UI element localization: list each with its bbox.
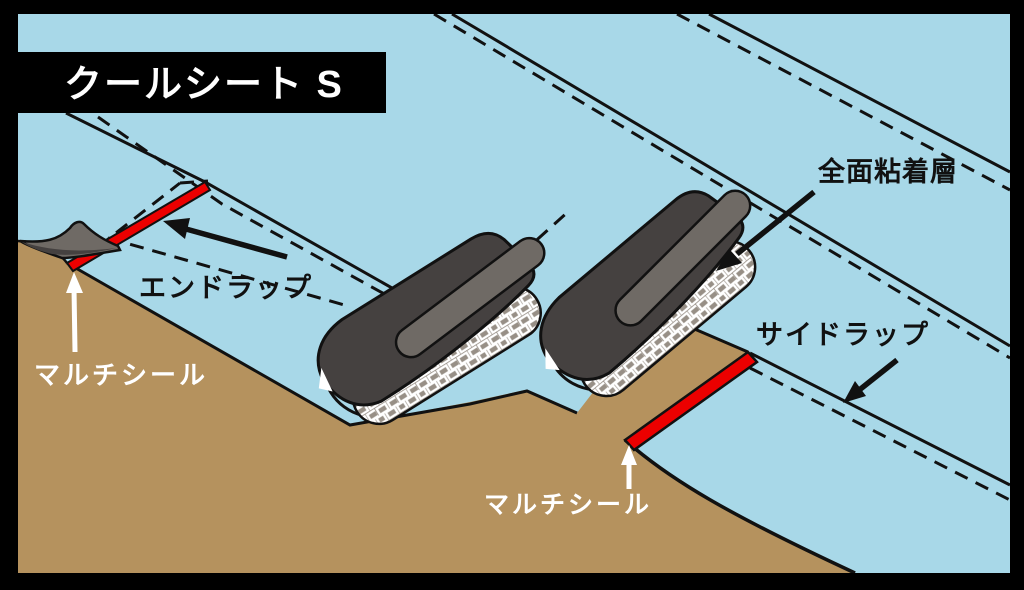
label-adhesive-layer: 全面粘着層 [817,156,958,187]
arrow-end-lap [163,218,288,260]
end-lap-zone-edge-dashed [97,181,181,249]
multi-seal-strip-right [623,350,759,452]
arrow-adhesive-layer [716,189,816,271]
title-text: クールシート S [64,64,344,106]
peeled-corner-curl [19,220,122,260]
label-multi-seal-left: マルチシール [34,360,208,390]
end-lap-zone-cap-dashed [179,179,209,185]
arrow-side-lap [843,357,899,403]
arrow-multi-seal-left [66,272,83,353]
arrow-multi-seal-right [621,445,637,489]
seam-top-left-dashed [433,12,1011,360]
seam-top-right-dashed [676,12,1011,192]
seam-top-left-solid [451,12,1011,348]
label-side-lap: サイドラップ [756,320,930,350]
sheet-edge-bottom-right [623,438,856,575]
label-multi-seal-right: マルチシール [484,491,652,519]
label-end-lap: エンドラップ [139,273,313,303]
sheet-bottom-edge-left [66,261,578,427]
seam-top-right-solid [708,12,1011,174]
end-lap-zone-guide-dashed [107,236,349,308]
seam-side-lap-solid [749,351,1011,487]
seam-side-lap-dashed [749,366,1011,502]
title-badge: クールシート S [0,52,386,113]
